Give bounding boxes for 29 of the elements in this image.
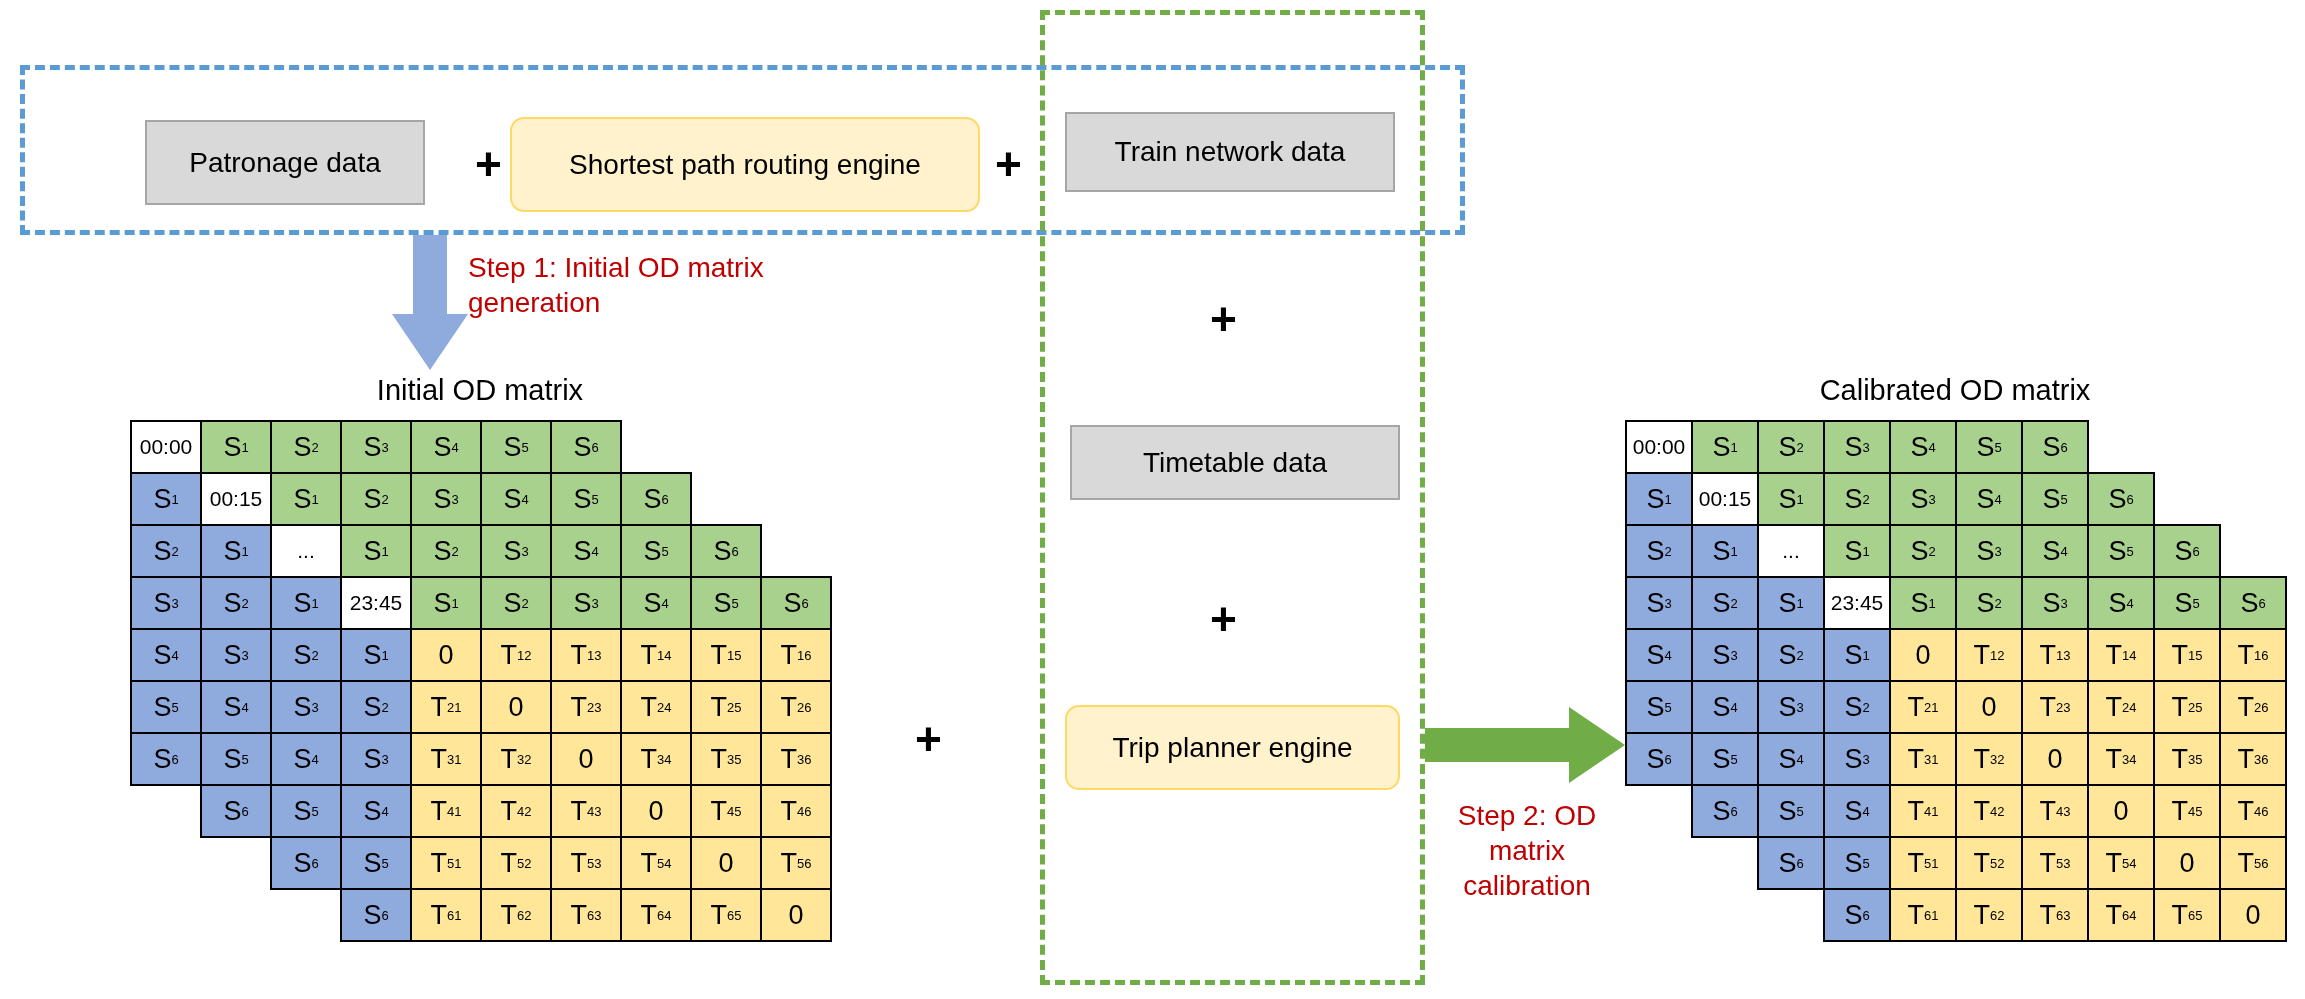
trip-count-cell: 0 — [480, 680, 552, 734]
plus-sign: + — [475, 141, 502, 187]
dashed-group-frame — [1040, 10, 1425, 985]
trip-count-cell: 0 — [620, 784, 692, 838]
block-arrow — [1425, 707, 1625, 783]
trip-count-cell: 0 — [2219, 888, 2287, 942]
plus-sign: + — [915, 716, 942, 762]
plus-sign: + — [1210, 596, 1237, 642]
trip-count-cell: 0 — [2021, 732, 2089, 786]
trip-count-cell: 0 — [2153, 836, 2221, 890]
data-box: Train network data — [1065, 112, 1395, 192]
trip-count-cell: 0 — [410, 628, 482, 682]
time-slot-cell: 00:00 — [130, 420, 202, 474]
trip-count-cell: 0 — [690, 836, 762, 890]
block-arrow — [392, 235, 468, 370]
time-slot-cell: 00:00 — [1625, 420, 1693, 474]
trip-count-cell: 0 — [2087, 784, 2155, 838]
trip-count-cell: 0 — [1955, 680, 2023, 734]
matrix-title: Initial OD matrix — [375, 374, 585, 407]
plus-sign: + — [995, 141, 1022, 187]
matrix-title: Calibrated OD matrix — [1818, 374, 2092, 407]
engine-box: Trip planner engine — [1065, 705, 1400, 790]
trip-count-cell: 0 — [550, 732, 622, 786]
trip-count-cell: 0 — [1889, 628, 1957, 682]
data-box: Timetable data — [1070, 425, 1400, 500]
trip-count-cell: 0 — [760, 888, 832, 942]
plus-sign: + — [1210, 296, 1237, 342]
data-box: Patronage data — [145, 120, 425, 205]
engine-box: Shortest path routing engine — [510, 117, 980, 212]
